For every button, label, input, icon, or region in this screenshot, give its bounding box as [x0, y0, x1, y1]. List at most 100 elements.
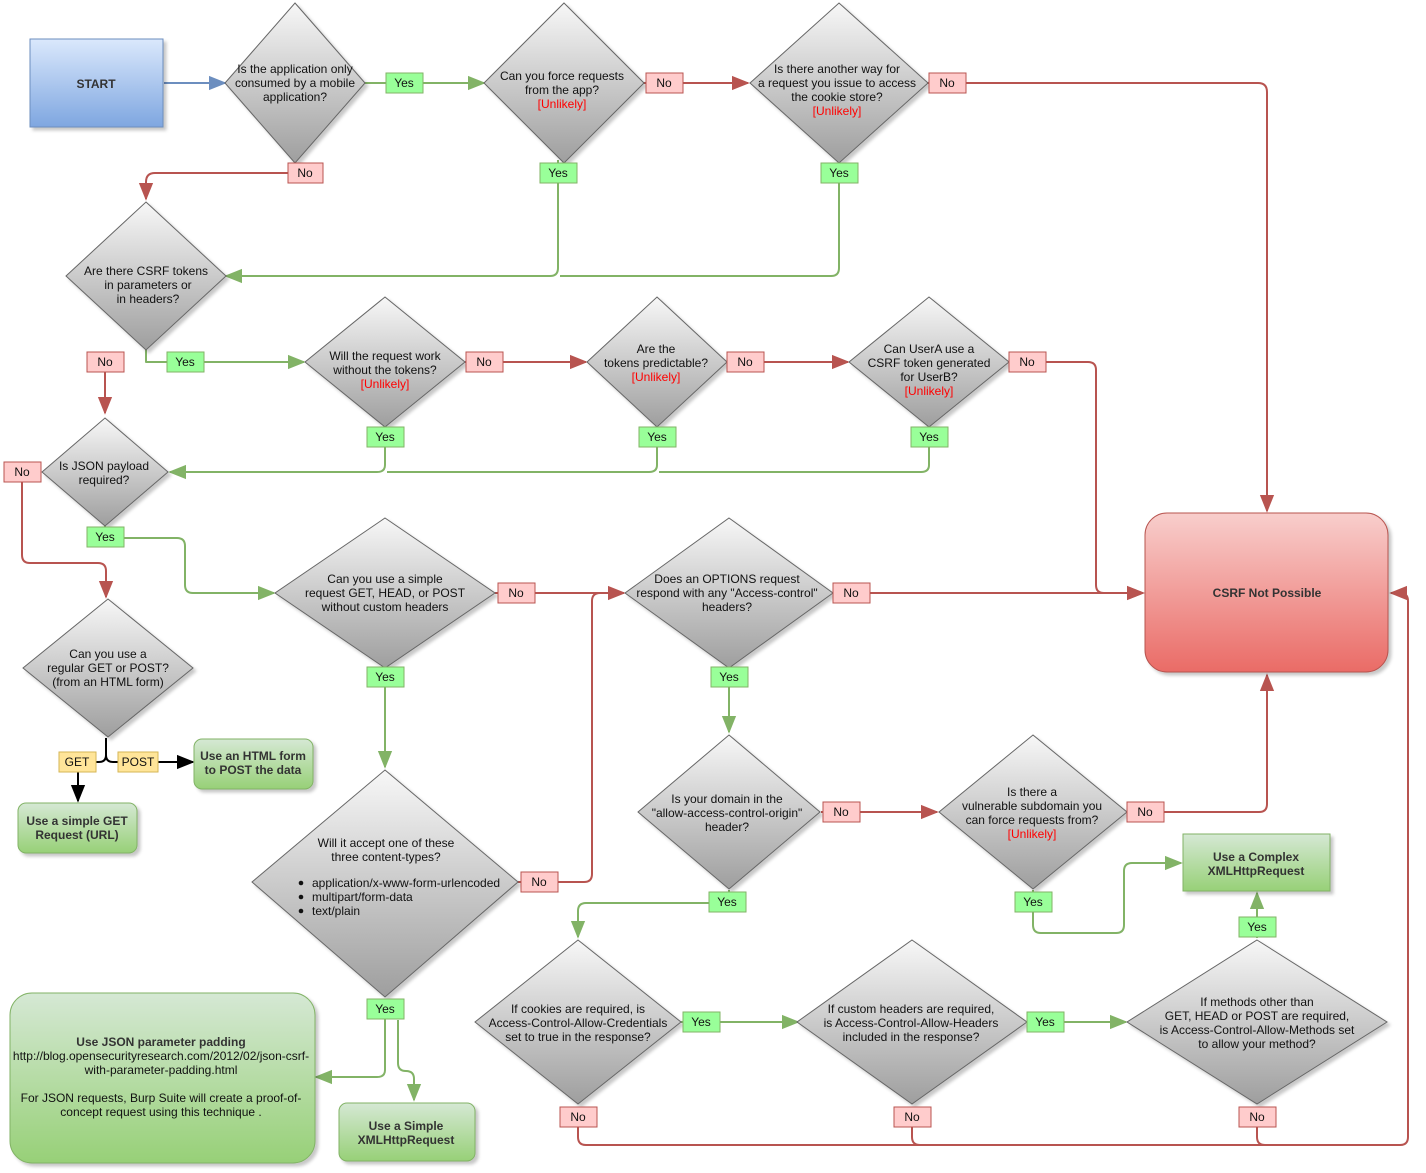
result-simple-xhr — [338, 1102, 476, 1162]
options-text-2: respond with any "Access-control" — [636, 586, 817, 600]
badge-yes-methods: Yes — [1238, 916, 1277, 938]
badge-yes-usera: Yes — [910, 426, 949, 448]
svg-text:Yes: Yes — [1035, 1015, 1055, 1029]
badge-no-without: No — [465, 351, 504, 373]
svg-text:No: No — [737, 355, 753, 369]
edge-subdomain-yes — [1032, 855, 1183, 934]
simple-xhr-label-2: XMLHttpRequest — [358, 1133, 455, 1147]
edge-methods-no — [1256, 1107, 1266, 1146]
edge-content-yes-padding — [314, 1000, 386, 1085]
svg-text:Yes: Yes — [691, 1015, 711, 1029]
edge-tokens-yes — [145, 348, 306, 370]
svg-text:No: No — [939, 76, 955, 90]
badge-no-content: No — [520, 871, 559, 893]
padding-title: Use JSON parameter padding — [76, 1035, 245, 1049]
svg-text:Yes: Yes — [717, 895, 737, 909]
simple-text-2: request GET, HEAD, or POST — [305, 586, 466, 600]
badge-no-mobile: No — [287, 162, 324, 184]
edge-usera-yes — [659, 427, 930, 473]
result-html-form — [193, 738, 314, 790]
edge-json-yes — [104, 525, 276, 601]
padding-note-2: concept request using this technique . — [60, 1105, 261, 1119]
bullet-icon — [298, 894, 304, 900]
badge-yes-headers: Yes — [1026, 1011, 1065, 1033]
badge-yes-simple: Yes — [366, 666, 405, 688]
usera-note: [Unlikely] — [905, 384, 954, 398]
cookie-text-1: Is there another way for — [774, 62, 900, 76]
cookie-note: [Unlikely] — [813, 104, 862, 118]
svg-text:No: No — [904, 1110, 920, 1124]
decision-allow-methods — [1126, 939, 1388, 1105]
content-item-3: text/plain — [312, 904, 360, 918]
badge-yes-subdomain: Yes — [1014, 891, 1053, 913]
badge-yes-cookie: Yes — [820, 162, 859, 184]
decision-json-payload — [41, 417, 169, 527]
cookies-text-3: set to true in the response? — [505, 1030, 651, 1044]
force-note: [Unlikely] — [538, 97, 587, 111]
cookie-text-2: a request you issue to access — [758, 76, 916, 90]
predict-note: [Unlikely] — [632, 370, 681, 384]
mobile-text-3: application? — [263, 90, 327, 104]
options-text-1: Does an OPTIONS request — [654, 572, 800, 586]
content-text-1: Will it accept one of these — [318, 836, 455, 850]
predict-text-1: Are the — [637, 342, 676, 356]
content-item-2: multipart/form-data — [312, 890, 413, 904]
subdomain-text-2: vulnerable subdomain you — [962, 799, 1102, 813]
badge-post: POST — [117, 751, 159, 773]
cookie-text-3: the cookie store? — [791, 90, 883, 104]
edge-headers-no — [911, 1107, 921, 1146]
mobile-text-2: consumed by a mobile — [235, 76, 355, 90]
headers-text-2: is Access-Control-Allow-Headers — [824, 1016, 999, 1030]
decision-allow-headers — [796, 939, 1028, 1105]
methods-text-4: to allow your method? — [1198, 1037, 1316, 1051]
svg-text:No: No — [843, 586, 859, 600]
svg-text:Yes: Yes — [375, 1002, 395, 1016]
simple-get-label-2: Request (URL) — [35, 828, 118, 842]
usera-text-2: CSRF token generated — [868, 356, 991, 370]
result-complex-xhr — [1182, 833, 1331, 892]
svg-text:Yes: Yes — [548, 166, 568, 180]
edge-mobile-no — [138, 163, 296, 201]
badge-yes-force: Yes — [539, 162, 578, 184]
edge-predict-yes — [387, 427, 658, 473]
svg-text:Yes: Yes — [394, 76, 414, 90]
decision-content-types — [251, 769, 519, 998]
edge-subdomain-no — [1128, 673, 1275, 813]
options-text-3: headers? — [702, 600, 752, 614]
complex-xhr-label-1: Use a Complex — [1213, 850, 1299, 864]
regular-text-1: Can you use a — [69, 647, 147, 661]
edge-json-no — [21, 482, 114, 599]
edge-bottom-no — [577, 585, 1409, 1146]
decision-allow-credentials — [474, 939, 682, 1105]
domain-text-1: Is your domain in the — [671, 792, 783, 806]
badge-yes-predict: Yes — [638, 426, 677, 448]
tokens-text-1: Are there CSRF tokens — [84, 264, 208, 278]
badge-no-json: No — [3, 461, 42, 483]
svg-text:No: No — [570, 1110, 586, 1124]
svg-text:Yes: Yes — [375, 670, 395, 684]
svg-text:Yes: Yes — [1247, 920, 1267, 934]
start-label: START — [76, 77, 116, 91]
domain-text-3: header? — [705, 820, 749, 834]
padding-url-1: http://blog.opensecurityresearch.com/201… — [13, 1049, 309, 1063]
badge-no-options: No — [832, 582, 871, 604]
svg-text:No: No — [14, 465, 30, 479]
simple-get-label-1: Use a simple GET — [26, 814, 128, 828]
badge-yes-options: Yes — [710, 666, 749, 688]
complex-xhr-label-2: XMLHttpRequest — [1208, 864, 1305, 878]
svg-text:No: No — [656, 76, 672, 90]
subdomain-text-1: Is there a — [1007, 785, 1057, 799]
badge-no-domain: No — [822, 801, 861, 823]
not-possible-label: CSRF Not Possible — [1213, 586, 1322, 600]
json-text-1: Is JSON payload — [59, 459, 149, 473]
start-node — [29, 38, 164, 128]
badge-get: GET — [58, 751, 97, 773]
svg-text:No: No — [508, 586, 524, 600]
decision-allow-origin — [637, 734, 821, 890]
badge-yes-domain: Yes — [708, 891, 747, 913]
result-json-padding — [9, 992, 316, 1164]
svg-text:Yes: Yes — [647, 430, 667, 444]
usera-text-1: Can UserA use a — [884, 342, 975, 356]
svg-text:Yes: Yes — [375, 430, 395, 444]
